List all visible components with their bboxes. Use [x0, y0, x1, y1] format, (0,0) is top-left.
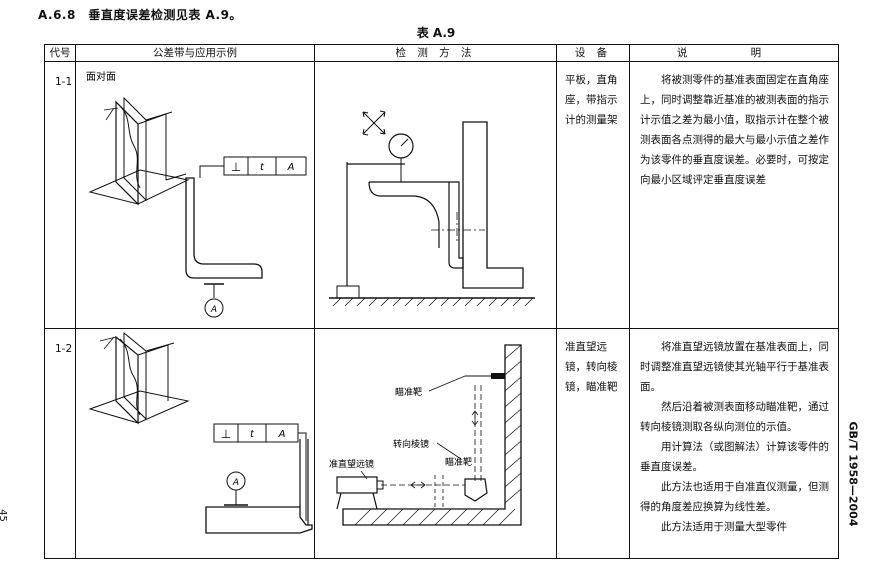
equipment-cell: 准直望远镜，转向棱镜，瞄准靶	[556, 328, 630, 559]
tolerance-value: t	[250, 429, 255, 440]
tolerance-plane-left	[115, 335, 139, 425]
label-telescope: 准直望远镜	[329, 458, 374, 470]
workpiece	[368, 181, 464, 269]
section-heading: A.6.8 垂直度误差检测见表 A.9。	[38, 8, 242, 22]
header-equipment: 设 备	[556, 44, 630, 62]
tolerance-plane-right	[123, 331, 147, 421]
target-top-icon	[491, 373, 505, 379]
perpendicularity-symbol: ⊥	[221, 427, 231, 441]
telescope-icon	[336, 476, 378, 494]
label-leader	[360, 470, 368, 480]
description-cell: 将准直望远镜放置在基准表面上，同时调整准直望远镜使其光轴平行于基准表面。 然后沿…	[629, 328, 839, 559]
diagram-caption: 面对面	[86, 70, 116, 83]
table-row: 1-1 面对面	[44, 61, 839, 329]
move-direction-arrows	[362, 110, 386, 136]
datum-plate	[88, 169, 190, 205]
method-diagram-cell	[314, 61, 557, 329]
description-paragraph: 此方法适用于测量大型零件	[661, 521, 787, 533]
table-row: 1-2 ⊥ t A	[44, 328, 839, 559]
tolerance-plane-right	[123, 96, 147, 202]
datum-letter: A	[232, 478, 239, 488]
table-header-row: 代号 公差带与应用示例 检 测 方 法 设 备 说 明	[44, 44, 839, 62]
label-target-top: 瞄准靶	[395, 386, 422, 398]
datum-feature-symbol: A	[204, 283, 224, 318]
row-code: 1-2	[44, 328, 76, 559]
header-tolerance: 公差带与应用示例	[75, 44, 315, 62]
leader-line	[298, 432, 307, 521]
header-description: 说 明	[629, 44, 839, 62]
perpendicularity-zone-diagram: 面对面	[86, 70, 307, 318]
row-code: 1-1	[44, 61, 76, 329]
datum-reference: A	[278, 429, 286, 440]
telescope-legs	[336, 492, 378, 510]
part-profile	[185, 177, 263, 279]
surface-plate	[329, 297, 535, 307]
inspection-table: 代号 公差带与应用示例 检 测 方 法 设 备 说 明 1-1 面对面	[44, 44, 839, 559]
page-number: 45	[0, 509, 8, 522]
large-workpiece	[342, 344, 522, 526]
move-arrow	[410, 481, 426, 489]
description-paragraph: 此方法也适用于自准直仪测量，但测得的角度差应换算为线性差。	[640, 481, 829, 513]
perpendicularity-zone-diagram: ⊥ t A A	[88, 331, 313, 534]
actual-surface-curve	[119, 105, 141, 189]
tolerance-diagram-cell: ⊥ t A A	[75, 328, 315, 559]
leader-line	[199, 165, 224, 178]
header-method: 检 测 方 法	[314, 44, 557, 62]
equipment-cell: 平板，直角座，带指示计的测量架	[556, 61, 630, 329]
actual-surface-curve	[119, 338, 141, 416]
description-paragraph: 将被测零件的基准表面固定在直角座上，同时调整靠近基准的被测表面的指示计示值之差为…	[640, 74, 829, 186]
header-code: 代号	[44, 44, 76, 62]
equipment-text: 平板，直角座，带指示计的测量架	[565, 74, 618, 126]
standard-id: GB/T 1958—2004	[846, 421, 860, 527]
feature-control-frame: ⊥ t A	[223, 156, 307, 176]
description-paragraph: 用计算法（或图解法）计算该零件的垂直度误差。	[640, 441, 829, 473]
datum-plate	[88, 390, 190, 424]
perpendicularity-symbol: ⊥	[231, 160, 241, 174]
gauge-stand-base	[336, 285, 360, 299]
dial-needle	[400, 138, 409, 147]
measurement-setup-diagram	[329, 110, 535, 307]
datum-letter: A	[210, 305, 217, 315]
datum-edge	[165, 173, 187, 181]
description-cell: 将被测零件的基准表面固定在直角座上，同时调整靠近基准的被测表面的指示计示值之差为…	[629, 61, 839, 329]
feature-control-frame: ⊥ t A	[213, 423, 299, 443]
move-arrow	[471, 410, 479, 426]
tolerance-value: t	[260, 162, 265, 173]
equipment-text: 准直望远镜，转向棱镜，瞄准靶	[565, 341, 618, 393]
label-pentaprism: 转向棱镜	[393, 438, 429, 450]
datum-feature-symbol: A	[224, 471, 248, 506]
zone-width-marker	[99, 336, 117, 350]
pentaprism-icon	[464, 478, 488, 502]
tolerance-plane-left	[115, 100, 139, 206]
zone-width-marker	[103, 107, 119, 121]
telescope-eyepiece	[376, 480, 384, 490]
angle-block	[462, 121, 524, 289]
tolerance-diagram-cell: 面对面	[75, 61, 315, 329]
datum-reference: A	[287, 162, 295, 173]
label-leader	[428, 375, 466, 392]
tolerance-plane-top	[137, 111, 173, 180]
method-diagram-cell: 瞄准靶 转向棱镜 瞄准靶 准直望远镜	[314, 328, 557, 559]
label-target-bottom: 瞄准靶	[445, 456, 472, 468]
part-profile	[205, 506, 313, 534]
tolerance-plane-top	[137, 342, 175, 401]
description-paragraph: 然后沿着被测表面移动瞄准靶，通过转向棱镜测取各纵向测位的示值。	[640, 401, 829, 433]
label-leader	[436, 442, 462, 460]
measurement-setup-diagram: 瞄准靶 转向棱镜 瞄准靶 准直望远镜	[329, 344, 522, 526]
description-paragraph: 将准直望远镜放置在基准表面上，同时调整准直望远镜使其光轴平行于基准表面。	[640, 341, 829, 393]
table-title: 表 A.9	[416, 26, 456, 40]
